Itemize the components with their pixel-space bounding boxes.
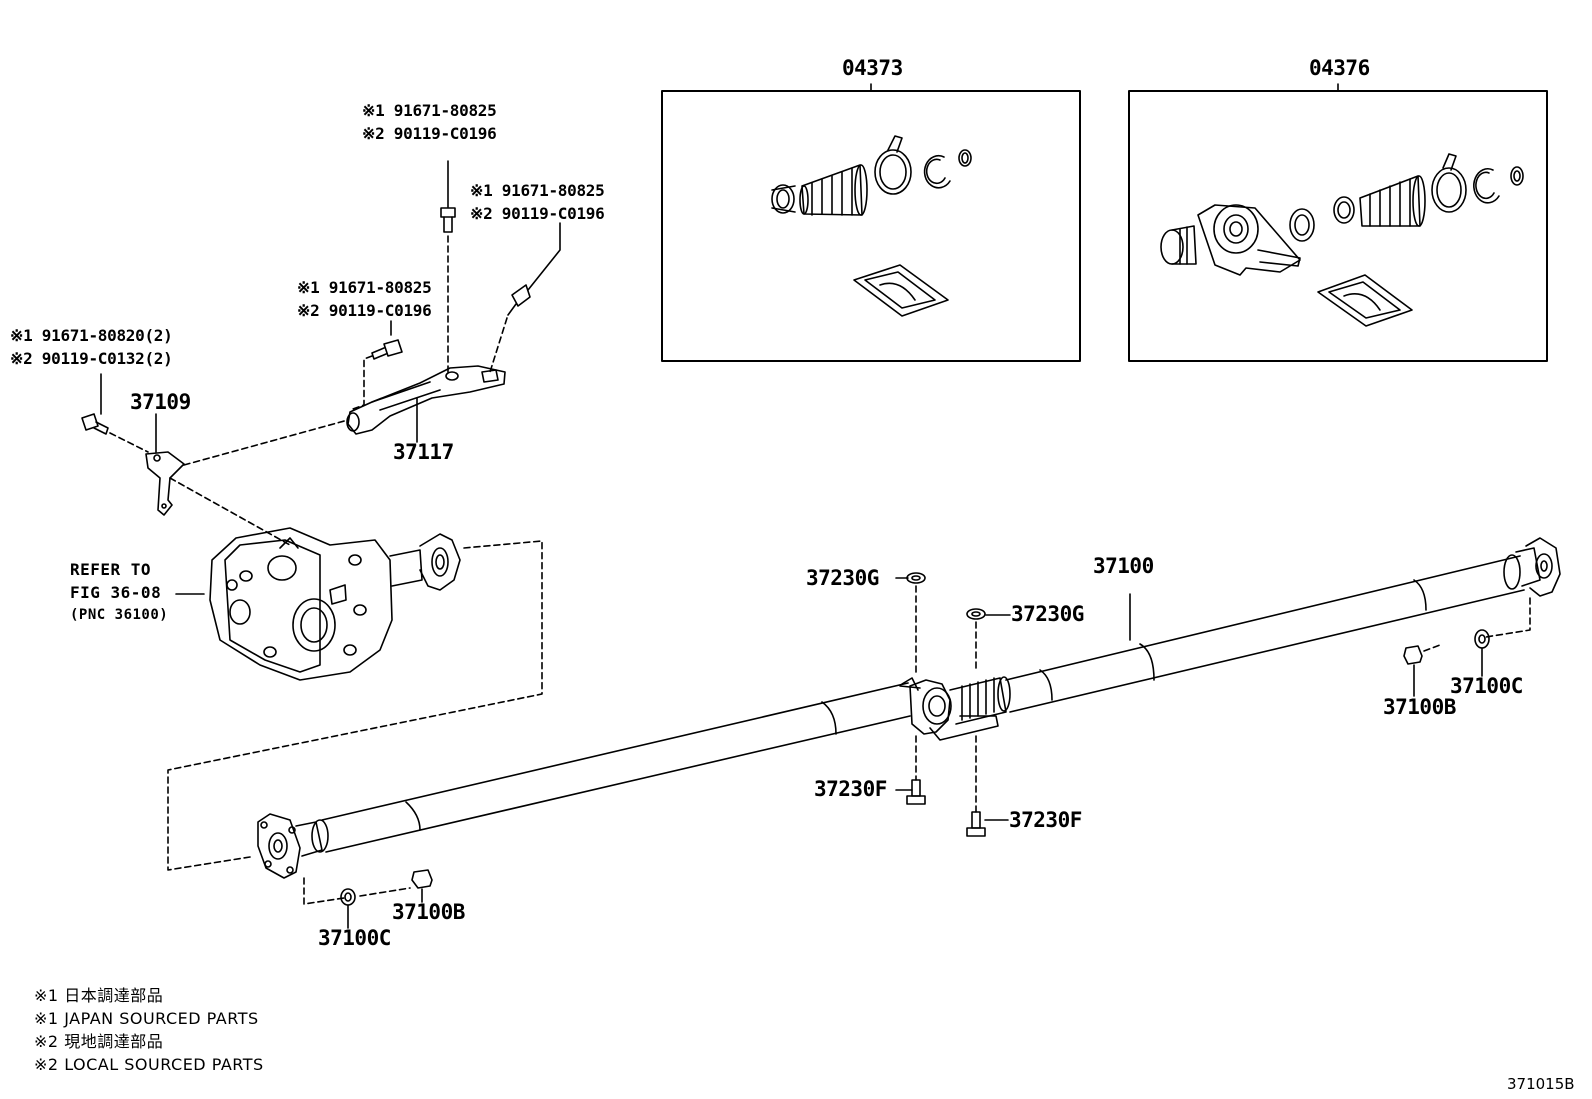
part-37100b-right-label: 37100B [1383, 695, 1456, 719]
bolt-mid-part2: 90119-C0196 [328, 301, 432, 320]
refer-line2: FIG 36-08 [70, 583, 162, 602]
bolt-left-mark1: ※1 [10, 326, 33, 345]
kit-04376-label: 04376 [1309, 56, 1370, 80]
bolt-right-part1: 91671-80825 [501, 181, 605, 200]
part-37100c-left-label: 37100C [318, 926, 391, 950]
note-2-en: ※2 LOCAL SOURCED PARTS [34, 1057, 264, 1073]
note-1-jp-text: 日本調達部品 [64, 986, 164, 1005]
note-1-jp: ※1 日本調達部品 [34, 988, 163, 1004]
part-37230g-right-label: 37230G [1011, 602, 1084, 626]
bolt-mid-part1: 91671-80825 [328, 278, 432, 297]
note-1-jp-mark: ※1 [34, 986, 59, 1005]
bolt-left-mark2: ※2 [10, 349, 33, 368]
bracket-37117-assembly [81, 160, 561, 546]
bolt-mid-line1: ※1 91671-80825 [297, 278, 432, 297]
note-2-en-text: LOCAL SOURCED PARTS [64, 1055, 264, 1074]
note-1-en-text: JAPAN SOURCED PARTS [64, 1009, 259, 1028]
bolt-left-line1: ※1 91671-80820(2) [10, 326, 173, 345]
part-37100b-left-label: 37100B [392, 900, 465, 924]
refer-line3: (PNC 36100) [70, 607, 169, 623]
bolt-left-part1: 91671-80820(2) [41, 326, 173, 345]
bolt-right-mark1: ※1 [470, 181, 493, 200]
bolt-left-part2: 90119-C0132(2) [41, 349, 173, 368]
part-37109-label: 37109 [130, 390, 191, 414]
bolt-top-mark2: ※2 [362, 124, 385, 143]
propeller-shaft-37100 [257, 537, 1561, 879]
part-37230f-left-label: 37230F [814, 777, 887, 801]
note-2-jp-text: 現地調達部品 [64, 1032, 164, 1051]
bolt-top-part2: 90119-C0196 [393, 124, 497, 143]
bolt-mid-mark2: ※2 [297, 301, 320, 320]
flange-hardware [303, 597, 1531, 929]
part-37117-label: 37117 [393, 440, 454, 464]
kit-box-04373 [661, 83, 1081, 362]
center-bearing-hardware [895, 572, 1011, 837]
kit-04373-label: 04373 [842, 56, 903, 80]
note-2-jp: ※2 現地調達部品 [34, 1034, 163, 1050]
note-1-en: ※1 JAPAN SOURCED PARTS [34, 1011, 259, 1027]
note-1-en-mark: ※1 [34, 1009, 59, 1028]
bolt-left-line2: ※2 90119-C0132(2) [10, 349, 173, 368]
bolt-top-line1: ※1 91671-80825 [362, 101, 497, 120]
bolt-right-line1: ※1 91671-80825 [470, 181, 605, 200]
bolt-right-part2: 90119-C0196 [501, 204, 605, 223]
bolt-top-mark1: ※1 [362, 101, 385, 120]
part-37230g-left-label: 37230G [806, 566, 879, 590]
part-37100c-right-label: 37100C [1450, 674, 1523, 698]
part-37230f-right-label: 37230F [1009, 808, 1082, 832]
note-2-jp-mark: ※2 [34, 1032, 59, 1051]
bolt-right-mark2: ※2 [470, 204, 493, 223]
kit-box-04376 [1128, 83, 1548, 362]
bolt-right-line2: ※2 90119-C0196 [470, 204, 605, 223]
figure-code: 371015B [1507, 1075, 1575, 1093]
refer-line1: REFER TO [70, 560, 152, 579]
differential-housing [167, 527, 543, 871]
note-2-en-mark: ※2 [34, 1055, 59, 1074]
bolt-top-part1: 91671-80825 [393, 101, 497, 120]
bolt-mid-mark1: ※1 [297, 278, 320, 297]
bolt-top-line2: ※2 90119-C0196 [362, 124, 497, 143]
bolt-mid-line2: ※2 90119-C0196 [297, 301, 432, 320]
part-37100-label: 37100 [1093, 554, 1154, 578]
